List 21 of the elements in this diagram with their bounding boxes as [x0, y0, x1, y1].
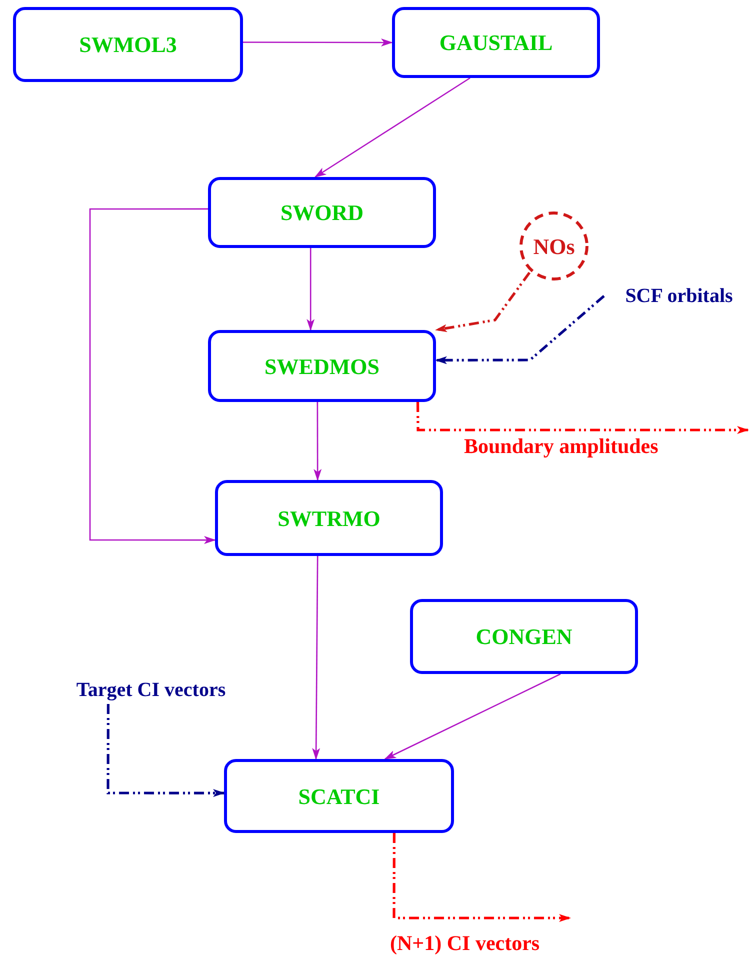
arrow: [384, 673, 561, 760]
arrow: [89, 208, 216, 544]
dashed-circle: NOs: [519, 211, 589, 281]
arrow: [314, 77, 470, 178]
process-box: SWTRMO: [215, 480, 443, 556]
process-box: SCATCI: [224, 759, 454, 833]
process-box: SWMOL3: [13, 7, 243, 82]
arrow: [106, 704, 225, 798]
arrow: [435, 272, 531, 332]
arrow: [435, 295, 605, 364]
input-label: SCF orbitals: [604, 282, 754, 310]
arrow: [392, 833, 571, 922]
arrow: [243, 38, 393, 46]
arrow: [306, 248, 315, 331]
input-label: Target CI vectors: [44, 676, 258, 704]
process-box: SWEDMOS: [208, 330, 436, 402]
arrow: [312, 556, 320, 760]
process-box: SWORD: [208, 177, 436, 248]
arrow: [314, 402, 322, 481]
process-box: GAUSTAIL: [392, 7, 600, 78]
process-box: CONGEN: [410, 599, 638, 674]
